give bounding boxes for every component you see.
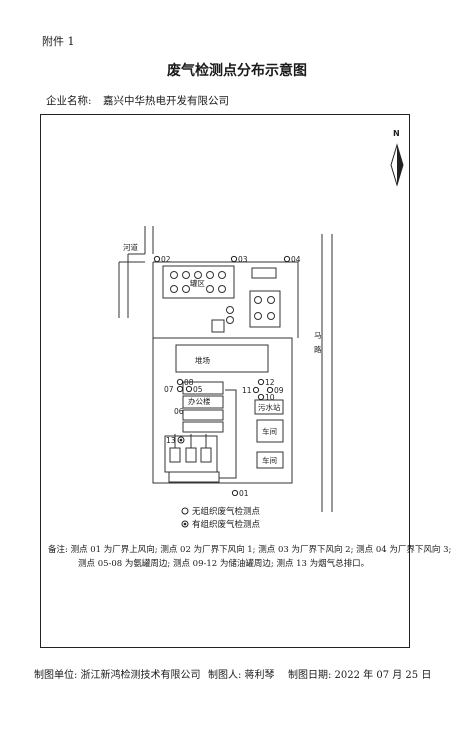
river [118, 226, 154, 318]
legend-unorganized: 无组织废气检测点 [192, 507, 261, 517]
point-01: 01 [239, 489, 249, 498]
map-frame [40, 114, 410, 648]
point-13: 13 [166, 436, 176, 445]
right-facilities [254, 399, 284, 469]
tank-area [162, 265, 281, 333]
company-label: 企业名称: [46, 95, 92, 107]
north-arrow-icon [390, 143, 404, 187]
legend-unorganized-icon [181, 507, 189, 515]
stockpile [175, 344, 269, 373]
point-03: 03 [238, 255, 248, 264]
point-06: 06 [174, 407, 184, 416]
site-boundary [152, 261, 299, 484]
office-block [164, 381, 237, 483]
tank-area-label: 罐区 [190, 278, 205, 288]
river-label: 河道 [123, 242, 138, 252]
point-07: 07 [164, 385, 174, 394]
point-05: 05 [193, 385, 203, 394]
point-11: 11 [242, 386, 252, 395]
point-10: 10 [265, 393, 275, 402]
point-04: 04 [291, 255, 301, 264]
document-title: 废气检测点分布示意图 [167, 63, 307, 79]
footer-date: 制图日期: 2022 年 07 月 25 日 [288, 670, 432, 681]
point-02: 02 [161, 255, 171, 264]
road-label-1: 马 [314, 331, 322, 340]
north-label: N [393, 129, 400, 138]
point-09: 09 [274, 386, 284, 395]
point-12: 12 [265, 378, 275, 387]
organized-point-13-icon [177, 436, 185, 444]
note-line-2: 测点 05-08 为氨罐周边; 测点 09-12 为储油罐周边; 测点 13 为… [78, 559, 370, 569]
footer-maker: 制图人: 蒋利琴 [208, 670, 275, 681]
company-name: 嘉兴中华热电开发有限公司 [103, 95, 229, 107]
stockpile-label: 堆场 [195, 355, 210, 365]
attachment-label: 附件 1 [42, 35, 75, 48]
garage2-label: 车间 [262, 455, 277, 465]
road-label-2: 路 [314, 344, 322, 354]
garage1-label: 车间 [262, 426, 277, 436]
monitor-points [153, 255, 291, 497]
footer-maker-unit: 制图单位: 浙江新鸿检测技术有限公司 [34, 670, 201, 681]
point-08: 08 [184, 378, 194, 387]
legend-organized-icon [181, 520, 189, 528]
note-line-1: 备注: 测点 01 为厂界上风向; 测点 02 为厂界下风向 1; 测点 03 … [48, 545, 452, 555]
legend-organized: 有组织废气检测点 [192, 520, 261, 530]
road [321, 234, 333, 512]
office-label: 办公楼 [188, 396, 211, 406]
sewage-label: 污水站 [258, 402, 281, 412]
